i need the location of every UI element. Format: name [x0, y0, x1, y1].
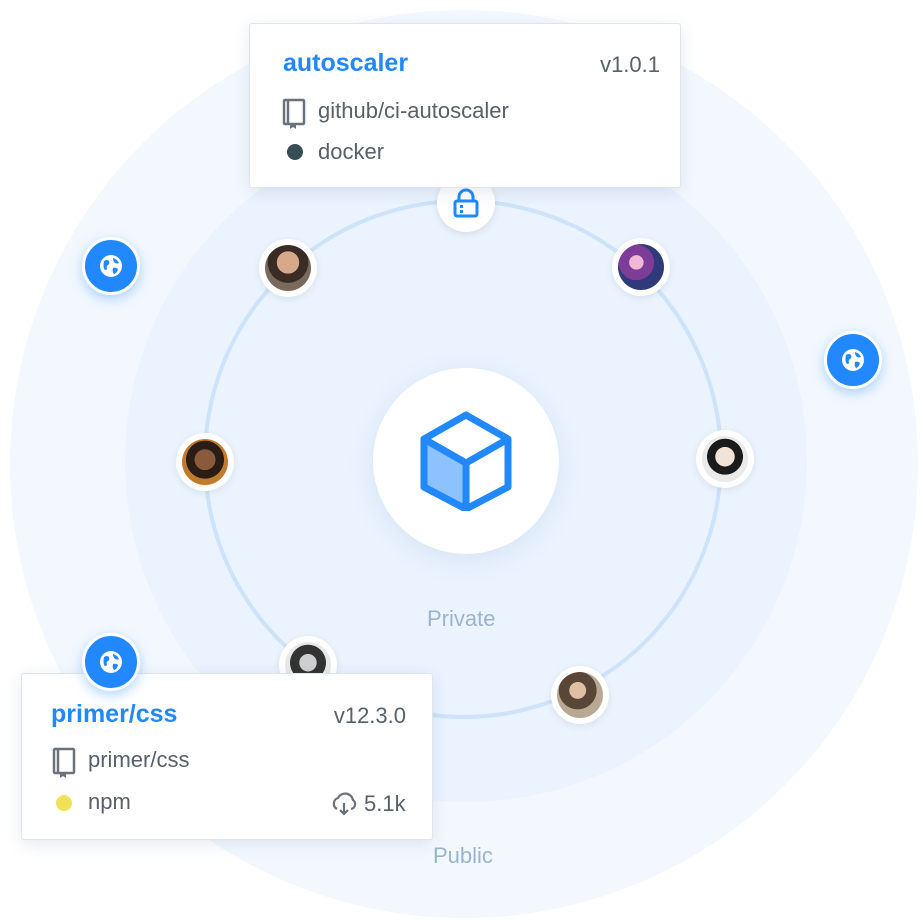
- avatar[interactable]: [612, 238, 670, 296]
- package-node[interactable]: [373, 368, 559, 554]
- globe-node[interactable]: [824, 331, 882, 389]
- globe-node[interactable]: [82, 237, 140, 295]
- avatar[interactable]: [176, 433, 234, 491]
- repo-icon: [52, 747, 76, 778]
- private-label: Private: [427, 606, 496, 631]
- globe-icon: [842, 349, 864, 371]
- avatar[interactable]: [259, 239, 317, 297]
- package-card-primer-css[interactable]: primer/css v12.3.0 primer/css npm 5.1k: [21, 673, 433, 840]
- package-registry: npm: [88, 789, 131, 814]
- globe-node[interactable]: [82, 633, 140, 691]
- package-registry: docker: [318, 139, 385, 164]
- package-repo-link[interactable]: github/ci-autoscaler: [318, 98, 509, 123]
- globe-icon: [100, 255, 122, 277]
- package-title-link[interactable]: autoscaler: [283, 49, 409, 77]
- package-version: v1.0.1: [600, 52, 660, 77]
- registry-color-dot: [287, 144, 303, 160]
- download-count: 5.1k: [364, 791, 406, 816]
- package-title-link[interactable]: primer/css: [51, 700, 178, 728]
- avatar[interactable]: [551, 666, 609, 724]
- avatar[interactable]: [696, 430, 754, 488]
- package-version: v12.3.0: [333, 703, 406, 728]
- download-cloud-icon: [332, 792, 357, 816]
- public-label: Public: [433, 843, 493, 868]
- lock-icon: [453, 188, 479, 218]
- package-cube-icon: [420, 411, 512, 511]
- registry-color-dot: [56, 795, 72, 811]
- globe-icon: [100, 651, 122, 673]
- package-card-autoscaler[interactable]: autoscaler v1.0.1 github/ci-autoscaler d…: [249, 23, 681, 188]
- repo-icon: [282, 98, 306, 129]
- package-repo-link[interactable]: primer/css: [88, 747, 190, 772]
